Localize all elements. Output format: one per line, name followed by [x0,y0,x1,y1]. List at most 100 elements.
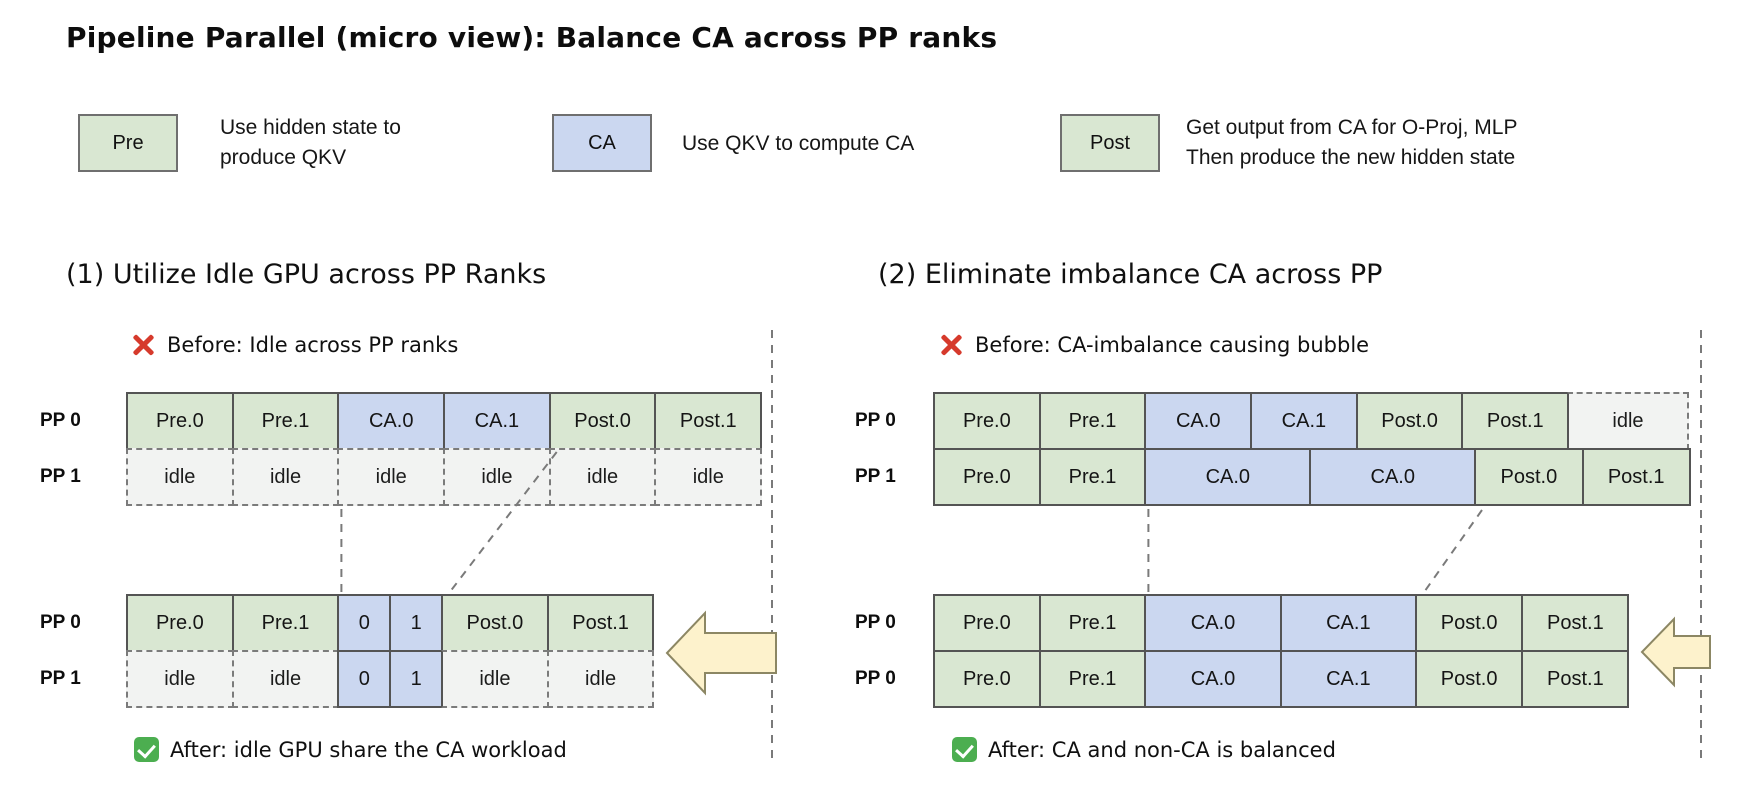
timeline-cell-ca: 1 [389,650,444,708]
timeline-cell-pre: Pre.1 [1038,594,1147,652]
timeline-cell-ca: CA.1 [1279,650,1417,708]
timeline-cell-post: Post.0 [1355,392,1464,450]
pp-rank-label: PP 0 [40,410,81,431]
timeline-cell-post: Post.1 [1521,594,1630,652]
timeline-cell-post: Post.1 [1581,448,1691,506]
pp-rank-label: PP 0 [40,612,81,633]
timeline-cell-idle: idle [231,448,340,506]
legend-post-description: Get output from CA for O-Proj, MLP Then … [1186,113,1517,173]
section2-after-text: After: CA and non-CA is balanced [988,737,1336,762]
timeline-cell-post: Post.0 [1474,448,1584,506]
legend-post-desc-line2: Then produce the new hidden state [1186,146,1516,169]
timeline-cell-pre: Pre.0 [126,594,234,652]
timeline-cell-ca: 0 [337,650,392,708]
legend-ca-label: CA [588,131,616,154]
section1-title: (1) Utilize Idle GPU across PP Ranks [66,259,547,290]
timeline-cell-post: Post.0 [548,392,657,450]
timeline-cell-pre: Pre.1 [1038,650,1147,708]
section2-left-arrow-icon [1640,616,1711,688]
timeline-cell-ca: 1 [389,594,444,652]
timeline-cell-ca: CA.0 [1144,448,1312,506]
red-x-icon [130,332,156,358]
page-title: Pipeline Parallel (micro view): Balance … [66,21,998,54]
timeline-cell-ca: 0 [337,594,392,652]
legend-post-label: Post [1089,131,1131,154]
timeline-cell-pre: Pre.1 [1038,448,1147,506]
timeline-cell-pre: Pre.0 [933,392,1041,450]
timeline-cell-ca: CA.0 [337,392,446,450]
timeline-cell-idle: idle [443,448,551,506]
pp-rank-label: PP 1 [855,466,896,487]
timeline-cell-pre: Pre.0 [933,650,1041,708]
section2-before-text: Before: CA-imbalance causing bubble [975,333,1370,357]
pp-rank-label: PP 0 [855,668,896,689]
green-check-icon [952,737,977,762]
timeline-cell-post: Post.0 [441,594,549,652]
timeline-cell-idle: idle [231,650,340,708]
legend-ca-description: Use QKV to compute CA [682,129,914,159]
timeline-cell-pre: Pre.0 [933,448,1041,506]
timeline-cell-post: Post.1 [546,594,655,652]
timeline-cell-idle: idle [548,448,657,506]
legend-pre-box: Pre [78,114,178,172]
timeline-cell-idle: idle [654,448,763,506]
section1-left-arrow-icon [665,610,777,696]
red-x-icon [938,332,964,358]
timeline-cell-idle: idle [337,448,446,506]
pp-rank-label: PP 0 [855,612,896,633]
legend-pre-desc-line2: produce QKV [220,146,347,169]
timeline-cell-post: Post.0 [1415,650,1524,708]
timeline-cell-pre: Pre.1 [231,594,340,652]
legend-pre-label: Pre [112,131,144,154]
legend-post-desc-line1: Get output from CA for O-Proj, MLP [1186,116,1518,139]
timeline-cell-idle: idle [546,650,655,708]
timeline-cell-idle: idle [126,448,234,506]
timeline-cell-pre: Pre.0 [933,594,1041,652]
pp-rank-label: PP 0 [855,410,896,431]
timeline-cell-pre: Pre.1 [1038,392,1147,450]
timeline-cell-idle: idle [126,650,234,708]
legend-ca-desc-line1: Use QKV to compute CA [682,132,915,155]
pp-rank-label: PP 1 [40,668,81,689]
timeline-cell-post: Post.1 [1521,650,1630,708]
timeline-cell-idle: idle [1567,392,1689,450]
timeline-cell-ca: CA.0 [1144,392,1253,450]
timeline-cell-pre: Pre.1 [231,392,340,450]
timeline-cell-ca: CA.1 [1250,392,1358,450]
legend-pre-description: Use hidden state to produce QKV [220,113,401,173]
section2-before-status: Before: CA-imbalance causing bubble [938,332,1369,358]
section2-title: (2) Eliminate imbalance CA across PP [878,259,1383,290]
timeline-cell-post: Post.1 [1461,392,1570,450]
timeline-cell-ca: CA.0 [1144,594,1282,652]
section2-connector-diagonal-line [1422,509,1483,594]
section2-after-status: After: CA and non-CA is balanced [952,737,1336,762]
timeline-cell-post: Post.1 [654,392,763,450]
legend-ca-box: CA [552,114,652,172]
timeline-cell-ca: CA.1 [1279,594,1417,652]
section1-before-text: Before: Idle across PP ranks [167,333,459,357]
timeline-cell-ca: CA.1 [443,392,551,450]
timeline-cell-idle: idle [441,650,549,708]
section1-after-status: After: idle GPU share the CA workload [134,737,567,762]
timeline-cell-pre: Pre.0 [126,392,234,450]
legend-post-box: Post [1060,114,1160,172]
pp-rank-label: PP 1 [40,466,81,487]
timeline-cell-post: Post.0 [1415,594,1524,652]
timeline-cell-ca: CA.0 [1144,650,1282,708]
green-check-icon [134,737,159,762]
section1-after-text: After: idle GPU share the CA workload [170,737,567,762]
section1-before-status: Before: Idle across PP ranks [130,332,458,358]
